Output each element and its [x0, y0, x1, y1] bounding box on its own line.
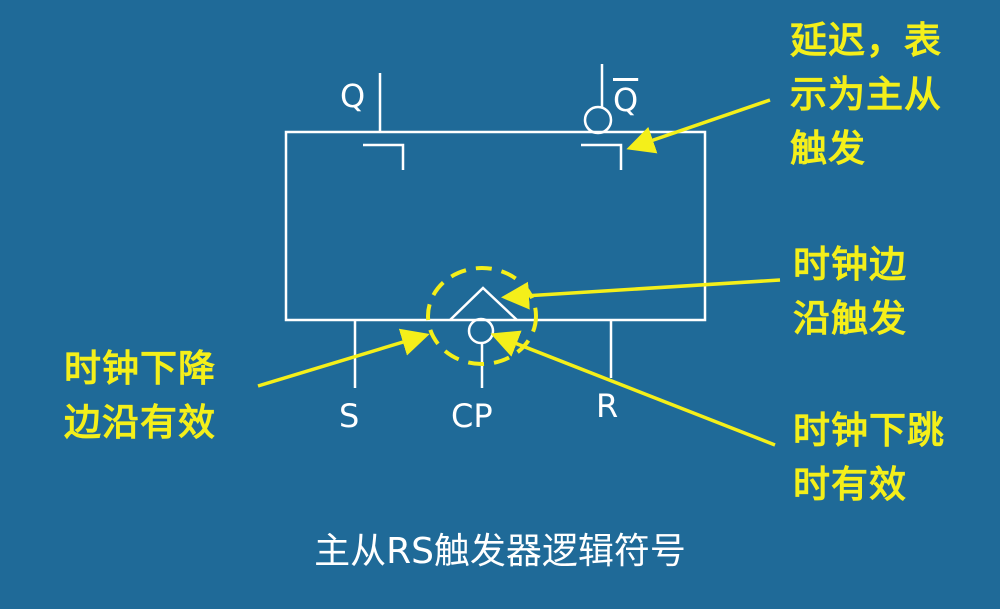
annotation-line: 触发: [790, 127, 866, 170]
pin-label-cp: CP: [451, 397, 493, 435]
annotation-line: 时钟边: [793, 243, 907, 286]
annotation-delay: 延迟，表 示为主从 触发: [790, 14, 942, 176]
annotation-line: 示为主从: [790, 73, 942, 116]
delay-mark-qbar: [581, 143, 623, 170]
annotation-line: 延迟，表: [790, 19, 942, 62]
pin-label-qbar: Q: [613, 81, 639, 119]
inversion-bubble-qbar: [583, 105, 613, 135]
pin-label-s: S: [339, 397, 360, 435]
clock-edge-triangle: [449, 286, 518, 321]
clock-inversion-bubble: [467, 317, 495, 345]
annotation-line: 时有效: [793, 463, 907, 506]
annotation-falling: 时钟下降 边沿有效: [64, 342, 216, 450]
annotation-low-jump: 时钟下跳 时有效: [793, 404, 945, 512]
dashed-highlight-circle: [426, 266, 538, 366]
annotation-line: 沿触发: [793, 297, 907, 340]
annotation-edge: 时钟边 沿触发: [793, 238, 907, 346]
annotation-line: 时钟下跳: [793, 409, 945, 452]
logic-block: [284, 130, 707, 322]
pin-label-q: Q: [340, 77, 366, 115]
pin-label-r: R: [596, 387, 619, 425]
arrow-falling: [257, 328, 430, 388]
annotation-line: 时钟下降: [64, 347, 216, 390]
diagram-caption: 主从RS触发器逻辑符号: [314, 531, 686, 572]
arrow-low-jump: [490, 330, 776, 447]
arrow-edge: [501, 278, 781, 310]
arrow-delay: [626, 98, 771, 154]
delay-mark-q: [363, 143, 405, 170]
annotation-line: 边沿有效: [64, 401, 216, 444]
